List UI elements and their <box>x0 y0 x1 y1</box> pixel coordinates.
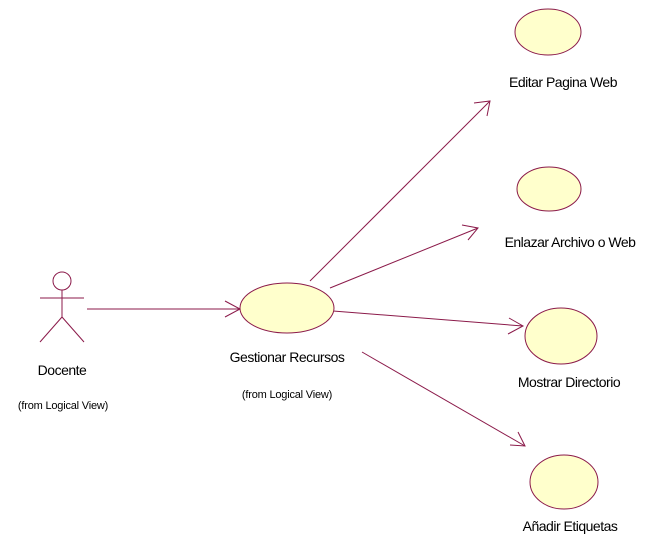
usecase-mostrar-directorio[interactable] <box>524 307 598 365</box>
arrowhead-gestionar-editar <box>473 100 491 117</box>
actor-head <box>52 271 72 291</box>
actor-right-leg <box>61 316 85 343</box>
main-usecase-name: Gestionar Recursos <box>229 349 345 365</box>
actor-name: Docente <box>37 362 87 378</box>
association-gestionar-mostrar <box>332 310 524 327</box>
arrowhead-gestionar-anadir <box>509 431 526 447</box>
usecase-editar-pagina-web[interactable] <box>514 8 582 56</box>
arrowhead-gestionar-enlazar <box>461 224 479 241</box>
usecase-enlazar-archivo[interactable] <box>516 166 582 212</box>
main-usecase-stereotype: (from Logical View) <box>241 389 333 401</box>
usecase-label: Editar Pagina Web <box>509 74 617 90</box>
association-gestionar-anadir <box>361 351 526 447</box>
association-gestionar-enlazar <box>329 227 479 289</box>
arrowhead-gestionar-mostrar <box>507 317 525 335</box>
usecase-label: Enlazar Archivo o Web <box>504 234 636 250</box>
usecase-label: Añadir Etiquetas <box>522 518 618 534</box>
actor-stereotype: (from Logical View) <box>17 400 109 412</box>
usecase-gestionar-recursos[interactable] <box>239 282 335 334</box>
actor-left-leg <box>39 316 63 343</box>
usecase-anadir-etiquetas[interactable] <box>529 454 599 510</box>
usecase-label: Mostrar Directorio <box>517 374 621 390</box>
actor-docente-icon[interactable] <box>39 271 85 343</box>
association-gestionar-editar <box>309 100 491 282</box>
